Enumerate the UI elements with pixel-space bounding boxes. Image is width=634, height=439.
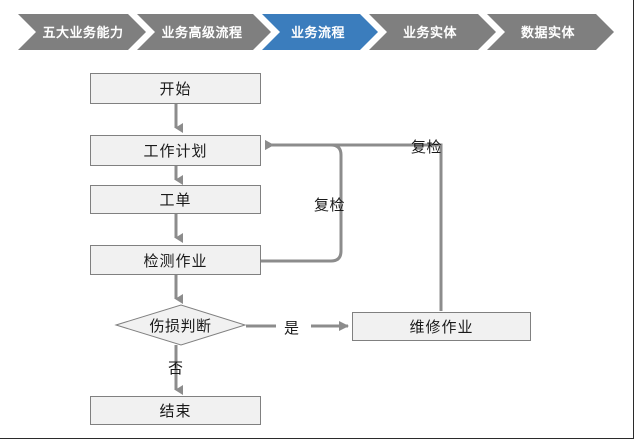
node-end-label: 结束 bbox=[159, 403, 192, 420]
node-end[interactable]: 结束 bbox=[90, 396, 261, 425]
edge-label-recheck-inner: 复检 bbox=[314, 197, 346, 214]
edge-label-recheck-outer: 复检 bbox=[411, 139, 443, 156]
node-work-plan-label: 工作计划 bbox=[143, 143, 208, 160]
breadcrumb-item-3[interactable]: 业务实体 bbox=[369, 14, 496, 50]
node-start[interactable]: 开始 bbox=[90, 73, 261, 104]
edge-label-no: 否 bbox=[168, 360, 184, 377]
breadcrumb-item-2[interactable]: 业务流程 bbox=[262, 14, 378, 50]
node-work-plan[interactable]: 工作计划 bbox=[90, 135, 261, 166]
breadcrumb-label-0: 五大业务能力 bbox=[42, 25, 123, 40]
edge-label-yes: 是 bbox=[284, 320, 300, 337]
chevron-shape-2 bbox=[262, 14, 378, 50]
breadcrumb-item-0[interactable]: 五大业务能力 bbox=[18, 14, 146, 50]
node-work-order-label: 工单 bbox=[159, 192, 192, 209]
breadcrumb-label-1: 业务高级流程 bbox=[161, 25, 242, 40]
node-work-order[interactable]: 工单 bbox=[90, 185, 261, 214]
breadcrumb-label-3: 业务实体 bbox=[403, 25, 458, 40]
chevron-shape-0 bbox=[18, 14, 146, 50]
chevron-shape-3 bbox=[369, 14, 496, 50]
breadcrumb: 五大业务能力 业务高级流程 业务流程 业务实体 数据实体 bbox=[18, 14, 614, 50]
breadcrumb-label-4: 数据实体 bbox=[521, 25, 576, 40]
node-start-label: 开始 bbox=[159, 81, 192, 98]
breadcrumb-item-1[interactable]: 业务高级流程 bbox=[137, 14, 271, 50]
decision-diamond-shape[interactable] bbox=[114, 304, 247, 346]
node-inspection-task-label: 检测作业 bbox=[143, 252, 208, 270]
chevron-shape-1 bbox=[137, 14, 271, 50]
node-repair-task-label: 维修作业 bbox=[409, 319, 474, 336]
breadcrumb-label-2: 业务流程 bbox=[291, 25, 345, 40]
edge-outer-recheck-loop bbox=[265, 140, 443, 311]
node-inspection-task[interactable]: 检测作业 bbox=[90, 245, 261, 275]
breadcrumb-item-4[interactable]: 数据实体 bbox=[487, 14, 614, 50]
chevron-shape-4 bbox=[487, 14, 614, 50]
node-repair-task[interactable]: 维修作业 bbox=[352, 312, 531, 341]
